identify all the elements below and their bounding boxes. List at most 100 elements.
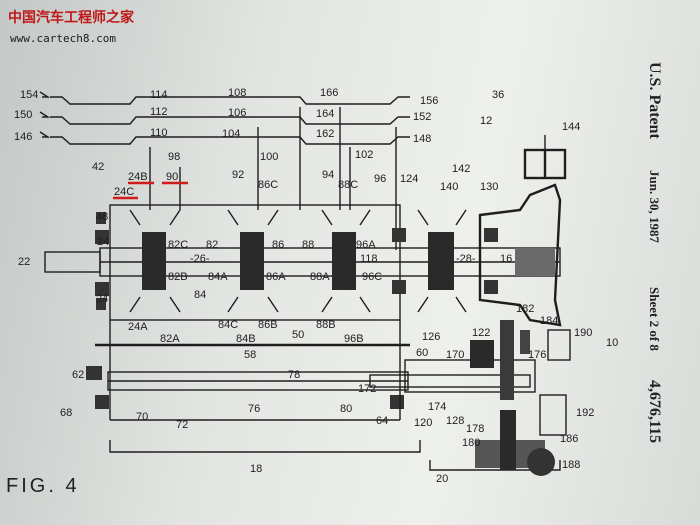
label-86C: 86C	[258, 179, 278, 191]
label-24: 24	[97, 236, 109, 248]
watermark-url: www.cartech8.com	[10, 32, 116, 45]
label-12: 12	[480, 115, 492, 127]
label-48: 48	[96, 211, 108, 223]
label-86A: 86A	[266, 271, 286, 283]
label-84C: 84C	[218, 319, 238, 331]
label-140: 140	[440, 181, 458, 193]
gear-icon	[129, 209, 467, 313]
label-172: 172	[358, 383, 376, 395]
label-166: 166	[320, 87, 338, 99]
label-182: 182	[516, 303, 534, 315]
label-82B: 82B	[168, 271, 188, 283]
reference-labels: 154 150 146 114 112 110 108 106 104 166 …	[14, 87, 618, 485]
label-188: 188	[562, 459, 580, 471]
main-shaft	[44, 204, 561, 321]
label-84A: 84A	[208, 271, 228, 283]
label-92: 92	[232, 169, 244, 181]
label-96A: 96A	[356, 239, 376, 251]
label-126: 126	[422, 331, 440, 343]
label-86B: 86B	[258, 319, 278, 331]
label-28: -28-	[456, 253, 476, 265]
patent-number: 4,676,115	[646, 380, 663, 443]
label-190: 190	[574, 327, 592, 339]
label-130: 130	[480, 181, 498, 193]
label-154: 154	[20, 89, 38, 101]
patent-date: Jun. 30, 1987	[647, 170, 662, 243]
label-42: 42	[92, 161, 104, 173]
label-96: 96	[374, 173, 386, 185]
label-22: 22	[18, 256, 30, 268]
label-104: 104	[222, 128, 240, 140]
label-102: 102	[355, 149, 373, 161]
label-180: 180	[462, 437, 480, 449]
label-10: 10	[606, 337, 618, 349]
label-128: 128	[446, 415, 464, 427]
label-90: 90	[166, 171, 178, 183]
figure-caption: FIG. 4	[6, 475, 80, 497]
watermark-cn: 中国汽车工程师之家	[8, 9, 135, 26]
output-housing	[478, 183, 562, 327]
label-156: 156	[420, 95, 438, 107]
label-88: 88	[302, 239, 314, 251]
housing-hatch	[86, 212, 106, 380]
label-60: 60	[416, 347, 428, 359]
label-62: 62	[72, 369, 84, 381]
label-50: 50	[292, 329, 304, 341]
label-146: 146	[14, 131, 32, 143]
label-184: 184	[540, 315, 558, 327]
label-186: 186	[560, 433, 578, 445]
label-26: -26-	[190, 253, 210, 265]
label-124: 124	[400, 173, 418, 185]
label-88A: 88A	[310, 271, 330, 283]
label-58: 58	[244, 349, 256, 361]
label-142: 142	[452, 163, 470, 175]
label-88B: 88B	[316, 319, 336, 331]
countershaft	[95, 320, 561, 471]
label-16: 16	[500, 253, 512, 265]
label-80: 80	[340, 403, 352, 415]
label-110: 110	[150, 127, 168, 139]
label-98: 98	[168, 151, 180, 163]
label-94: 94	[322, 169, 334, 181]
label-82A: 82A	[160, 333, 180, 345]
label-192: 192	[576, 407, 594, 419]
label-152: 152	[413, 111, 431, 123]
label-72: 72	[176, 419, 188, 431]
label-150: 150	[14, 109, 32, 121]
patent-sheet: Sheet 2 of 8	[647, 287, 662, 351]
label-88C: 88C	[338, 179, 358, 191]
label-24C: 24C	[114, 186, 134, 198]
label-114: 114	[150, 89, 168, 101]
label-176: 176	[528, 349, 546, 361]
label-162: 162	[316, 128, 334, 140]
label-78: 78	[288, 369, 300, 381]
label-118: 118	[360, 253, 378, 265]
label-84B: 84B	[236, 333, 256, 345]
label-68: 68	[60, 407, 72, 419]
label-112: 112	[150, 106, 168, 118]
label-64: 64	[376, 415, 388, 427]
label-100: 100	[260, 151, 278, 163]
label-96B: 96B	[344, 333, 364, 345]
label-86: 86	[272, 239, 284, 251]
red-underlines	[113, 181, 188, 200]
control-box	[523, 135, 567, 180]
label-122: 122	[472, 327, 490, 339]
label-76: 76	[248, 403, 260, 415]
label-164: 164	[316, 108, 334, 120]
label-120: 120	[414, 417, 432, 429]
label-24A: 24A	[128, 321, 148, 333]
label-108: 108	[228, 87, 246, 99]
clutch-icon	[470, 320, 571, 476]
label-82C: 82C	[168, 239, 188, 251]
label-106: 106	[228, 107, 246, 119]
label-18: 18	[250, 463, 262, 475]
patent-title: U.S. Patent	[646, 62, 663, 140]
label-96C: 96C	[362, 271, 382, 283]
label-24B: 24B	[128, 171, 148, 183]
label-174: 174	[428, 401, 446, 413]
label-36: 36	[492, 89, 504, 101]
label-82: 82	[206, 239, 218, 251]
label-84: 84	[194, 289, 206, 301]
